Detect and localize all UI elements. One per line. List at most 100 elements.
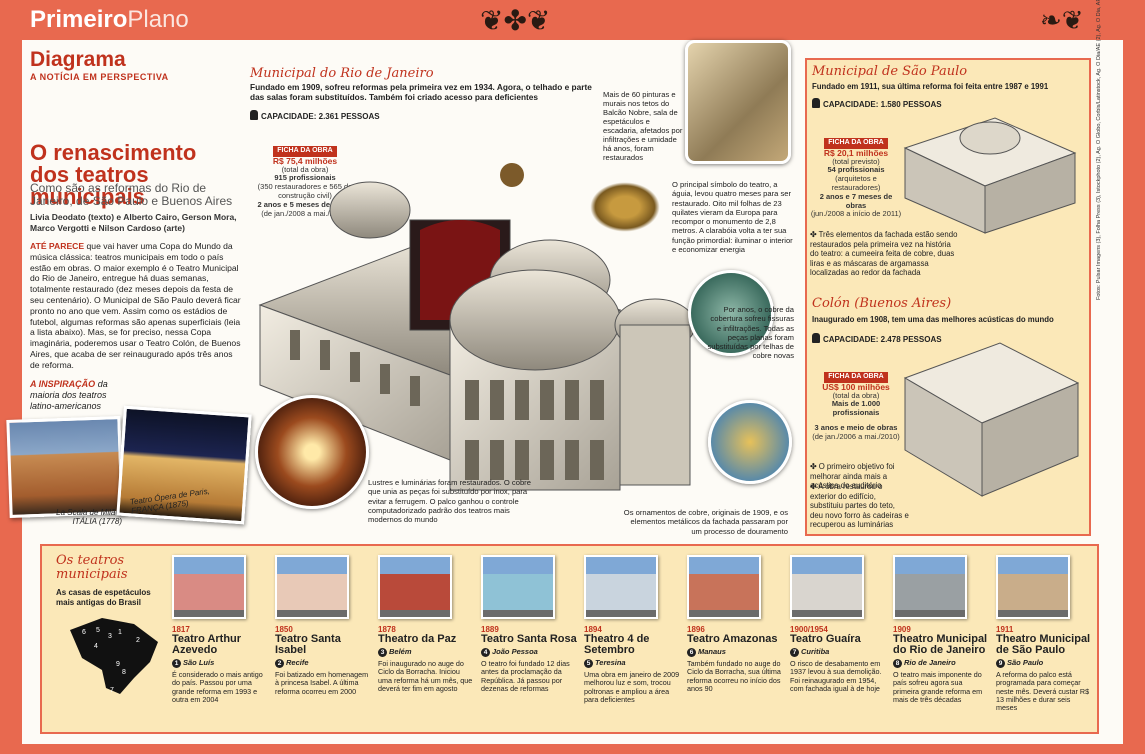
sp-note: ✤ Três elementos da fachada estão sendo … xyxy=(810,230,958,277)
ornaments-note: Os ornamentos de cobre, originais de 190… xyxy=(623,508,788,536)
sp-ficha-title: FICHA DA OBRA xyxy=(824,138,888,149)
article-subtitle: Como são as reformas do Rio de Janeiro, … xyxy=(30,181,233,208)
top-ornament-icon: ❦✤❦ xyxy=(480,4,551,37)
theater-description: Também fundado no auge do Ciclo da Borra… xyxy=(687,659,781,693)
sp-ficha-time-note: (jun./2008 a início de 2011) xyxy=(810,209,902,219)
theater-year: 1894 xyxy=(584,625,602,634)
colon-ficha-title: FICHA DA OBRA xyxy=(824,372,888,383)
colon-heading: Colón (Buenos Aires) xyxy=(812,296,952,311)
theater-number-badge: 8 xyxy=(893,659,902,668)
sp-ficha: FICHA DA OBRA R$ 20,1 milhões (total pre… xyxy=(810,138,902,219)
theater-photo xyxy=(481,555,555,619)
map-marker-8: 8 xyxy=(122,669,126,676)
eagle-note: O principal símbolo do teatro, a águia, … xyxy=(672,180,793,255)
sp-heading: Municipal de São Paulo xyxy=(812,64,968,79)
copper-roof-photo xyxy=(688,270,774,356)
theater-year: 1909 xyxy=(893,625,911,634)
theater-name: Teatro Guaíra xyxy=(790,633,861,645)
colon-ficha: FICHA DA OBRA US$ 100 milhões (total da … xyxy=(810,372,902,442)
rio-ficha: FICHA DA OBRA R$ 75,4 milhões (total da … xyxy=(245,146,365,218)
photo-credit: Fotos: Pulsar Imagens (3), Folha Press (… xyxy=(1096,0,1102,300)
ceiling-paintings-photo xyxy=(685,40,791,164)
theater-year: 1817 xyxy=(172,625,190,634)
theater-year: 1900/1954 xyxy=(790,625,828,634)
colon-ficha-time-note: (de jan./2006 a mai./2010) xyxy=(812,431,900,441)
sp-capacity: CAPACIDADE: 1.580 PESSOAS xyxy=(812,98,942,110)
municipais-sub: As casas de espetáculos mais antigas do … xyxy=(56,588,151,607)
colon-illustration xyxy=(903,342,1080,497)
diagrama-label: Diagrama A NOTÍCIA EM PERSPECTIVA xyxy=(30,48,210,94)
colon-capacity: CAPACIDADE: 2.478 PESSOAS xyxy=(812,333,942,345)
theater-number-badge: 9 xyxy=(996,659,1005,668)
person-icon xyxy=(812,333,820,343)
rio-capacity: CAPACIDADE: 2.361 PESSOAS xyxy=(250,110,380,122)
colon-ficha-time: 3 anos e meio de obras xyxy=(814,422,898,432)
diagrama-title: Diagrama xyxy=(30,48,126,71)
body-text: que vai haver uma Copa do Mundo da músic… xyxy=(30,241,241,370)
auditorium-photo xyxy=(255,395,369,509)
sp-intro: Fundado em 1911, sua última reforma foi … xyxy=(812,82,1049,91)
sp-ficha-workers: 54 profissionais xyxy=(827,165,885,175)
theater-number-badge: 1 xyxy=(172,659,181,668)
theater-year: 1850 xyxy=(275,625,293,634)
lustres-note: Lustres e luminárias foram restaurados. … xyxy=(368,478,531,525)
colon-note1: ✤ O primeiro objetivo foi melhorar ainda… xyxy=(810,462,895,490)
rio-ficha-time-note: (de jan./2008 a mai./2010) xyxy=(261,208,349,218)
theater-photo xyxy=(996,555,1070,619)
theater-number-badge: 7 xyxy=(790,648,799,657)
scala-photo xyxy=(6,416,124,518)
theater-photo xyxy=(378,555,452,619)
theater-name: Theatro Municipal de São Paulo xyxy=(996,633,1091,656)
rio-ficha-cost-note: (total da obra) xyxy=(281,164,329,174)
article-credits: Livia Deodato (texto) e Alberto Cairo, G… xyxy=(30,212,237,233)
theater-year: 1889 xyxy=(481,625,499,634)
sp-ficha-workers-note: (arquitetos e restauradores) xyxy=(831,174,881,192)
colon-ficha-cost: US$ 100 milhões xyxy=(822,381,890,392)
body-lead: ATÉ PARECE xyxy=(30,241,85,251)
theater-number-badge: 3 xyxy=(378,648,387,657)
theater-photo xyxy=(172,555,246,619)
theater-description: A reforma do palco está programada para … xyxy=(996,670,1090,713)
ornament-photo xyxy=(708,400,792,484)
theater-description: Foi inaugurado no auge do Ciclo da Borra… xyxy=(378,659,473,693)
article-body: ATÉ PARECE que vai haver uma Copa do Mun… xyxy=(30,241,242,371)
theater-year: 1911 xyxy=(996,625,1014,634)
section-brand: PrimeiroPlano xyxy=(30,6,189,34)
colon-note2: ✤ A obra restaurou o exterior do edifíci… xyxy=(810,482,909,529)
map-marker-9: 9 xyxy=(116,661,120,668)
map-marker-3: 3 xyxy=(108,633,112,640)
map-marker-4: 4 xyxy=(94,643,98,650)
theater-photo xyxy=(893,555,967,619)
map-marker-2: 2 xyxy=(136,637,140,644)
eagle-icon xyxy=(590,182,660,232)
paintings-note: Mais de 60 pinturas e murais nos tetos d… xyxy=(603,90,683,162)
theater-name: Teatro Santa Rosa xyxy=(481,633,577,645)
sp-ficha-cost: R$ 20,1 milhões xyxy=(823,147,889,158)
theater-year: 1896 xyxy=(687,625,705,634)
theater-description: Foi batizado em homenagem à princesa Isa… xyxy=(275,670,369,696)
person-icon xyxy=(812,98,820,108)
map-marker-7: 7 xyxy=(110,687,114,694)
theater-name: Teatro Amazonas xyxy=(687,633,778,645)
rio-intro: Fundado em 1909, sofreu reformas pela pr… xyxy=(250,82,592,102)
rio-ficha-cost: R$ 75,4 milhões xyxy=(272,155,338,166)
brand-light: Plano xyxy=(127,6,189,33)
sp-ficha-cost-note: (total previsto) xyxy=(832,156,880,166)
municipais-heading: Os teatros municipais xyxy=(56,553,128,582)
theater-description: O teatro mais imponente do país sofreu a… xyxy=(893,670,983,704)
colon-intro: Inaugurado em 1908, tem uma das melhores… xyxy=(812,315,1054,324)
theater-photo xyxy=(275,555,349,619)
theater-number-badge: 5 xyxy=(584,659,593,668)
theater-number-badge: 6 xyxy=(687,648,696,657)
